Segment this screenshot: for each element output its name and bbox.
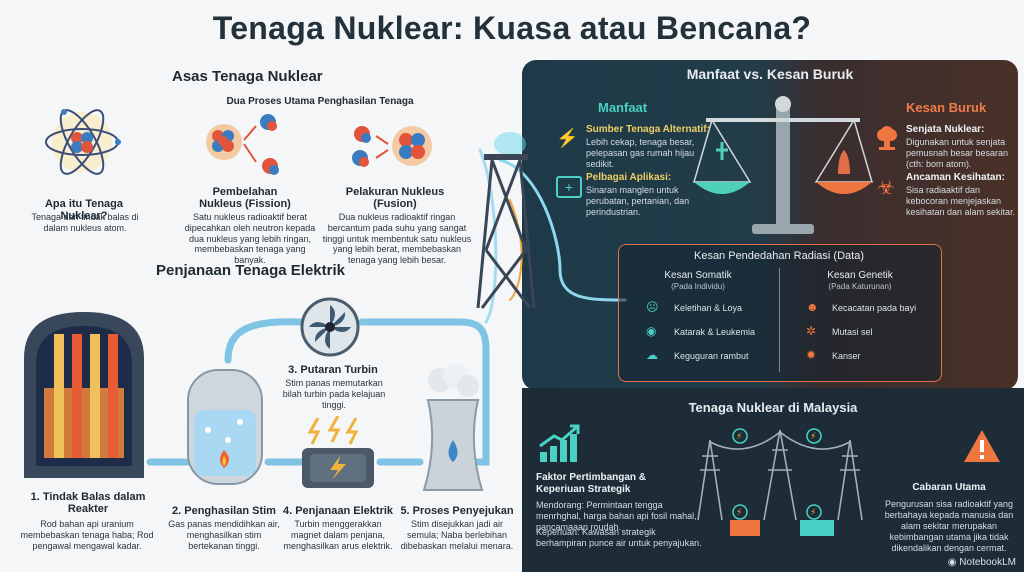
factors-title: Faktor Pertimbangan & Keperiuan Strategi… bbox=[536, 472, 647, 495]
fusion-title: Pelakuran Nukleus (Fusion) bbox=[345, 186, 445, 210]
principles-heading: Asas Tenaga Nuklear bbox=[172, 68, 323, 85]
genetic-title: Kesan Genetik bbox=[827, 270, 893, 281]
genetic-sub: (Pada Katurunan) bbox=[828, 282, 892, 291]
fission-title: Pembelahan Nukleus (Fission) bbox=[199, 186, 291, 210]
balance-scale-icon bbox=[693, 96, 873, 234]
somatic-sub: (Pada Individu) bbox=[671, 282, 725, 291]
fission-icon bbox=[206, 114, 279, 175]
power-grid-icon: ⚡ ⚡ ⚡ ⚡ bbox=[697, 428, 863, 536]
genetic-effect-2: Mutasi sel bbox=[832, 327, 873, 337]
eye-icon: ◉ bbox=[646, 324, 657, 338]
malaysia-panel bbox=[522, 388, 1024, 572]
genetic-effect-1: Kecacatan pada bayi bbox=[832, 303, 917, 313]
principles-subheading: Dua Proses Utama Penghasilan Tenaga bbox=[226, 96, 414, 107]
benefit-label: Manfaat bbox=[598, 100, 648, 115]
svg-text:⚡: ⚡ bbox=[736, 508, 742, 518]
radiation-heading: Kesan Pendedahan Radiasi (Data) bbox=[693, 250, 864, 262]
what-desc: Tenaga dari tindak balas di dalam nukleu… bbox=[31, 212, 139, 233]
notebooklm-credit: ◉ NotebookLM bbox=[948, 557, 1016, 568]
page-title: Tenaga Nuklear: Kuasa atau Bencana? bbox=[212, 10, 812, 46]
step-3-desc: Stim panas memutarkan bilah turbin pada … bbox=[282, 378, 386, 410]
challenge-title: Cabaran Utama bbox=[912, 482, 986, 493]
mushroom-cloud-icon bbox=[877, 126, 897, 150]
svg-text:⚡: ⚡ bbox=[736, 432, 742, 442]
turbine-icon bbox=[300, 297, 360, 357]
step-3-title: 3. Putaran Turbin bbox=[288, 364, 378, 376]
step-1-desc: Rod bahan api uranium membebaskan tenaga… bbox=[20, 519, 154, 551]
step-5-title: 5. Proses Penyejukan bbox=[400, 505, 514, 517]
warning-icon bbox=[964, 430, 1000, 462]
biohazard-icon: ☣ bbox=[877, 177, 895, 199]
benefit-2-title: Pelbagai Aplikasi: bbox=[586, 172, 672, 183]
medical-kit-icon: + bbox=[556, 176, 582, 198]
svg-text:⚡: ⚡ bbox=[810, 432, 816, 442]
harm-2-title: Ancaman Kesihatan: bbox=[906, 172, 1005, 183]
step-4-title: 4. Penjanaan Elektrik bbox=[282, 505, 394, 517]
malaysia-heading: Tenaga Nuklear di Malaysia bbox=[688, 400, 858, 415]
factors-desc-1: Mendorang: Permintaan tengga menrhghal, … bbox=[536, 500, 697, 532]
benefit-2-desc: Sinaran manglen untuk perubatan, pertani… bbox=[586, 185, 690, 217]
reactor-icon bbox=[24, 312, 144, 478]
steam-generator-icon bbox=[187, 369, 263, 485]
benefit-1-desc: Lebih cekap, tenaga besar, pelepasan gas… bbox=[586, 137, 695, 169]
credit-text: NotebookLM bbox=[959, 557, 1016, 568]
somatic-effect-3: Keguguran rambut bbox=[674, 351, 749, 361]
challenge-desc: Pengurusan sisa radioaktif yang berbahay… bbox=[884, 499, 1014, 553]
plug-icon: ⚡ bbox=[556, 128, 579, 148]
step-2-desc: Gas panas mendidihkan air, menghasilkan … bbox=[168, 519, 280, 551]
generation-heading: Penjanaan Tenaga Elektrik bbox=[156, 262, 345, 279]
fusion-desc: Dua nukleus radioaktif ringan bercantum … bbox=[322, 212, 472, 266]
harm-1-desc: Digunakan untuk senjata pemusnah besar b… bbox=[906, 137, 1009, 169]
cell-mutation-icon: ✲ bbox=[806, 324, 817, 338]
baby-icon: ☻ bbox=[806, 300, 819, 314]
harm-2-desc: Sisa radiaaktif dan kebocoran menjejaska… bbox=[906, 185, 1016, 217]
generator-icon bbox=[302, 416, 374, 488]
radiation-effects-box bbox=[618, 244, 942, 382]
cooling-tower-icon bbox=[422, 364, 484, 491]
somatic-title: Kesan Somatik bbox=[664, 270, 732, 281]
impacts-heading: Manfaat vs. Kesan Buruk bbox=[686, 66, 854, 82]
fatigue-icon: ☹ bbox=[646, 300, 659, 314]
somatic-effect-2: Katarak & Leukemia bbox=[674, 327, 756, 337]
step-4-desc: Turbin menggerakkan magnet dalam penjana… bbox=[283, 519, 393, 551]
step-2-title: 2. Penghasilan Stim bbox=[172, 505, 276, 517]
harm-label: Kesan Buruk bbox=[906, 100, 987, 115]
somatic-effect-1: Keletihan & Loya bbox=[674, 303, 743, 313]
genetic-effect-3: Kanser bbox=[832, 351, 861, 361]
factors-desc-2: Keperluan: Kawasan strategik berhampiran… bbox=[536, 527, 702, 548]
fusion-icon bbox=[352, 126, 432, 167]
atom-icon bbox=[45, 109, 121, 175]
fission-desc: Satu nukleus radioaktif berat dipecahkan… bbox=[184, 212, 316, 266]
transmission-tower-icon bbox=[476, 132, 536, 309]
step-1-title: 1. Tindak Balas dalam Reakter bbox=[30, 491, 146, 515]
benefit-1-title: Sumber Tenaga Alternatif: bbox=[586, 124, 710, 135]
notebooklm-logo-icon: ◉ bbox=[947, 557, 957, 568]
harm-1-title: Senjata Nuklear: bbox=[906, 124, 985, 135]
radiation-divider bbox=[779, 268, 780, 372]
hair-loss-icon: ☁ bbox=[646, 348, 658, 362]
svg-text:⚡: ⚡ bbox=[810, 508, 816, 518]
step-5-desc: Stim disejukkan jadi air semula; Naba be… bbox=[400, 519, 514, 551]
what-title: Apa itu Tenaga Nuklear? bbox=[44, 198, 124, 222]
cancer-cell-icon: ✹ bbox=[806, 348, 817, 362]
growth-chart-icon bbox=[539, 424, 580, 462]
